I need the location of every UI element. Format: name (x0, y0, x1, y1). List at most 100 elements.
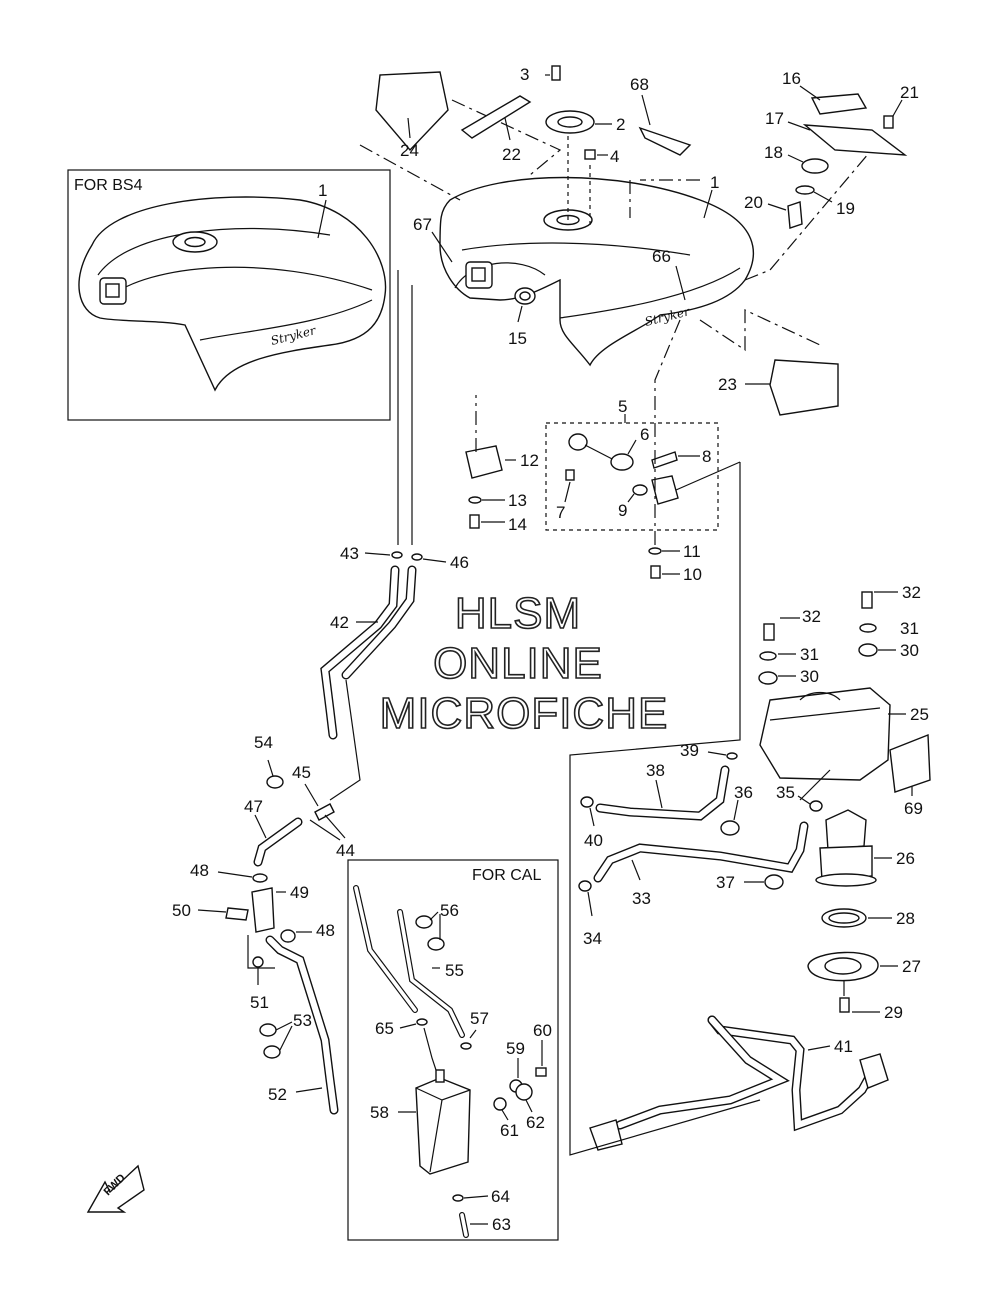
callout-45: 45 (292, 763, 311, 782)
callout-33: 33 (632, 889, 651, 908)
callout-14: 14 (508, 515, 527, 534)
callout-20: 20 (744, 193, 763, 212)
part-21-bolt: 21 (883, 83, 919, 129)
callout-16: 16 (782, 69, 801, 88)
part-22-rubber: 22 (460, 95, 532, 164)
bs4-frame (67, 169, 391, 421)
callout-30b: 30 (900, 641, 919, 660)
callout-67: 67 (413, 215, 432, 234)
part-63-hose: 63 (459, 1212, 511, 1238)
callout-69: 69 (904, 799, 923, 818)
callout-31b: 31 (900, 619, 919, 638)
part-15-grommet: 15 (508, 287, 536, 348)
callout-5: 5 (618, 397, 627, 416)
callout-48b: 48 (316, 921, 335, 940)
part-45-joint: 45 (292, 763, 335, 821)
part-52-hose: 52 (265, 935, 339, 1115)
callout-52: 52 (268, 1085, 287, 1104)
callout-28: 28 (896, 909, 915, 928)
callout-38: 38 (646, 761, 665, 780)
callout-26: 26 (896, 849, 915, 868)
callout-8: 8 (702, 447, 711, 466)
callout-68: 68 (630, 75, 649, 94)
callout-1-bs4: 1 (318, 181, 327, 200)
callout-35: 35 (776, 783, 795, 802)
part-36-clamp: 36 (720, 783, 753, 836)
part-49-valve: 49 (251, 883, 309, 933)
part-5-fuel-cock-assy: 5 6 8 9 7 (545, 397, 741, 531)
callout-62: 62 (526, 1113, 545, 1132)
part-58-canister: 58 (370, 1069, 471, 1175)
callout-57: 57 (470, 1009, 489, 1028)
callout-36: 36 (734, 783, 753, 802)
callout-4: 4 (610, 147, 619, 166)
callout-21: 21 (900, 83, 919, 102)
callout-7: 7 (556, 503, 565, 522)
part-48-clip-b: 48 (280, 921, 335, 943)
fuel-tank: Stryker 1 (439, 173, 755, 367)
callout-61: 61 (500, 1121, 519, 1140)
callout-15: 15 (508, 329, 527, 348)
part-32-bolt-b: 32 (861, 583, 921, 609)
callout-60: 60 (533, 1021, 552, 1040)
part-34-clip: 34 (578, 880, 602, 948)
callout-2: 2 (616, 115, 625, 134)
callout-43: 43 (340, 544, 359, 563)
part-18-damper: 18 (764, 143, 829, 174)
watermark-line2: ONLINE (433, 639, 603, 688)
part-19-washer: 19 (795, 185, 855, 218)
cal-inset: FOR CAL 55 56 65 57 (347, 859, 559, 1241)
part-12-bracket: 12 (465, 395, 539, 479)
callout-24: 24 (400, 141, 419, 160)
callout-9: 9 (618, 501, 627, 520)
callout-49: 49 (290, 883, 309, 902)
fwd-arrow: FWD (86, 1164, 145, 1213)
bs4-label: FOR BS4 (74, 177, 143, 194)
callout-50: 50 (172, 901, 191, 920)
callout-48a: 48 (190, 861, 209, 880)
callout-27: 27 (902, 957, 921, 976)
callout-32a: 32 (802, 607, 821, 626)
callout-66: 66 (652, 247, 671, 266)
callout-1: 1 (710, 173, 719, 192)
part-40-clip: 40 (580, 796, 603, 850)
part-32-bolt-a: 32 (763, 607, 821, 641)
callout-39: 39 (680, 741, 699, 760)
part-56-clamp: 56 (415, 901, 459, 951)
part-27-plate: 27 (807, 951, 921, 982)
part-10-bolt: 10 (650, 565, 702, 584)
part-50-bracket: 50 (172, 901, 249, 921)
part-51-clip: 51 (250, 956, 269, 1012)
part-26-fuel-pump: 26 (815, 809, 915, 887)
callout-54: 54 (254, 733, 273, 752)
part-30-damper-b: 30 (858, 641, 919, 660)
part-39-clip: 39 (680, 741, 738, 760)
callout-63: 63 (492, 1215, 511, 1234)
part-20-bolt: 20 (744, 193, 803, 229)
callout-6: 6 (640, 425, 649, 444)
part-16-bracket: 16 (782, 69, 868, 115)
part-54-clamp: 54 (254, 733, 284, 789)
part-23-cover: 23 (718, 359, 839, 416)
callout-47: 47 (244, 797, 263, 816)
part-46-clip: 46 (411, 553, 469, 572)
part-62-damper: 62 (515, 1083, 545, 1132)
part-69-label: 69 (889, 733, 931, 818)
part-43-clip: 43 (340, 544, 403, 563)
part-11-washer: 11 (648, 542, 701, 561)
callout-41: 41 (834, 1037, 853, 1056)
part-53-clamp: 53 (259, 1011, 312, 1059)
callout-56: 56 (440, 901, 459, 920)
callout-59: 59 (506, 1039, 525, 1058)
part-38-hose: 38 (595, 761, 730, 821)
watermark: HLSM ONLINE MICROFICHE (379, 588, 668, 739)
callout-34: 34 (583, 929, 602, 948)
callout-30a: 30 (800, 667, 819, 686)
callout-25: 25 (910, 705, 929, 724)
bs4-fuel-tank: Stryker (78, 196, 387, 392)
part-35-clip: 35 (776, 783, 823, 812)
part-64-clip: 64 (452, 1187, 510, 1206)
bs4-inset: FOR BS4 Stryker 1 (67, 169, 391, 421)
callout-13: 13 (508, 491, 527, 510)
callout-37: 37 (716, 873, 735, 892)
